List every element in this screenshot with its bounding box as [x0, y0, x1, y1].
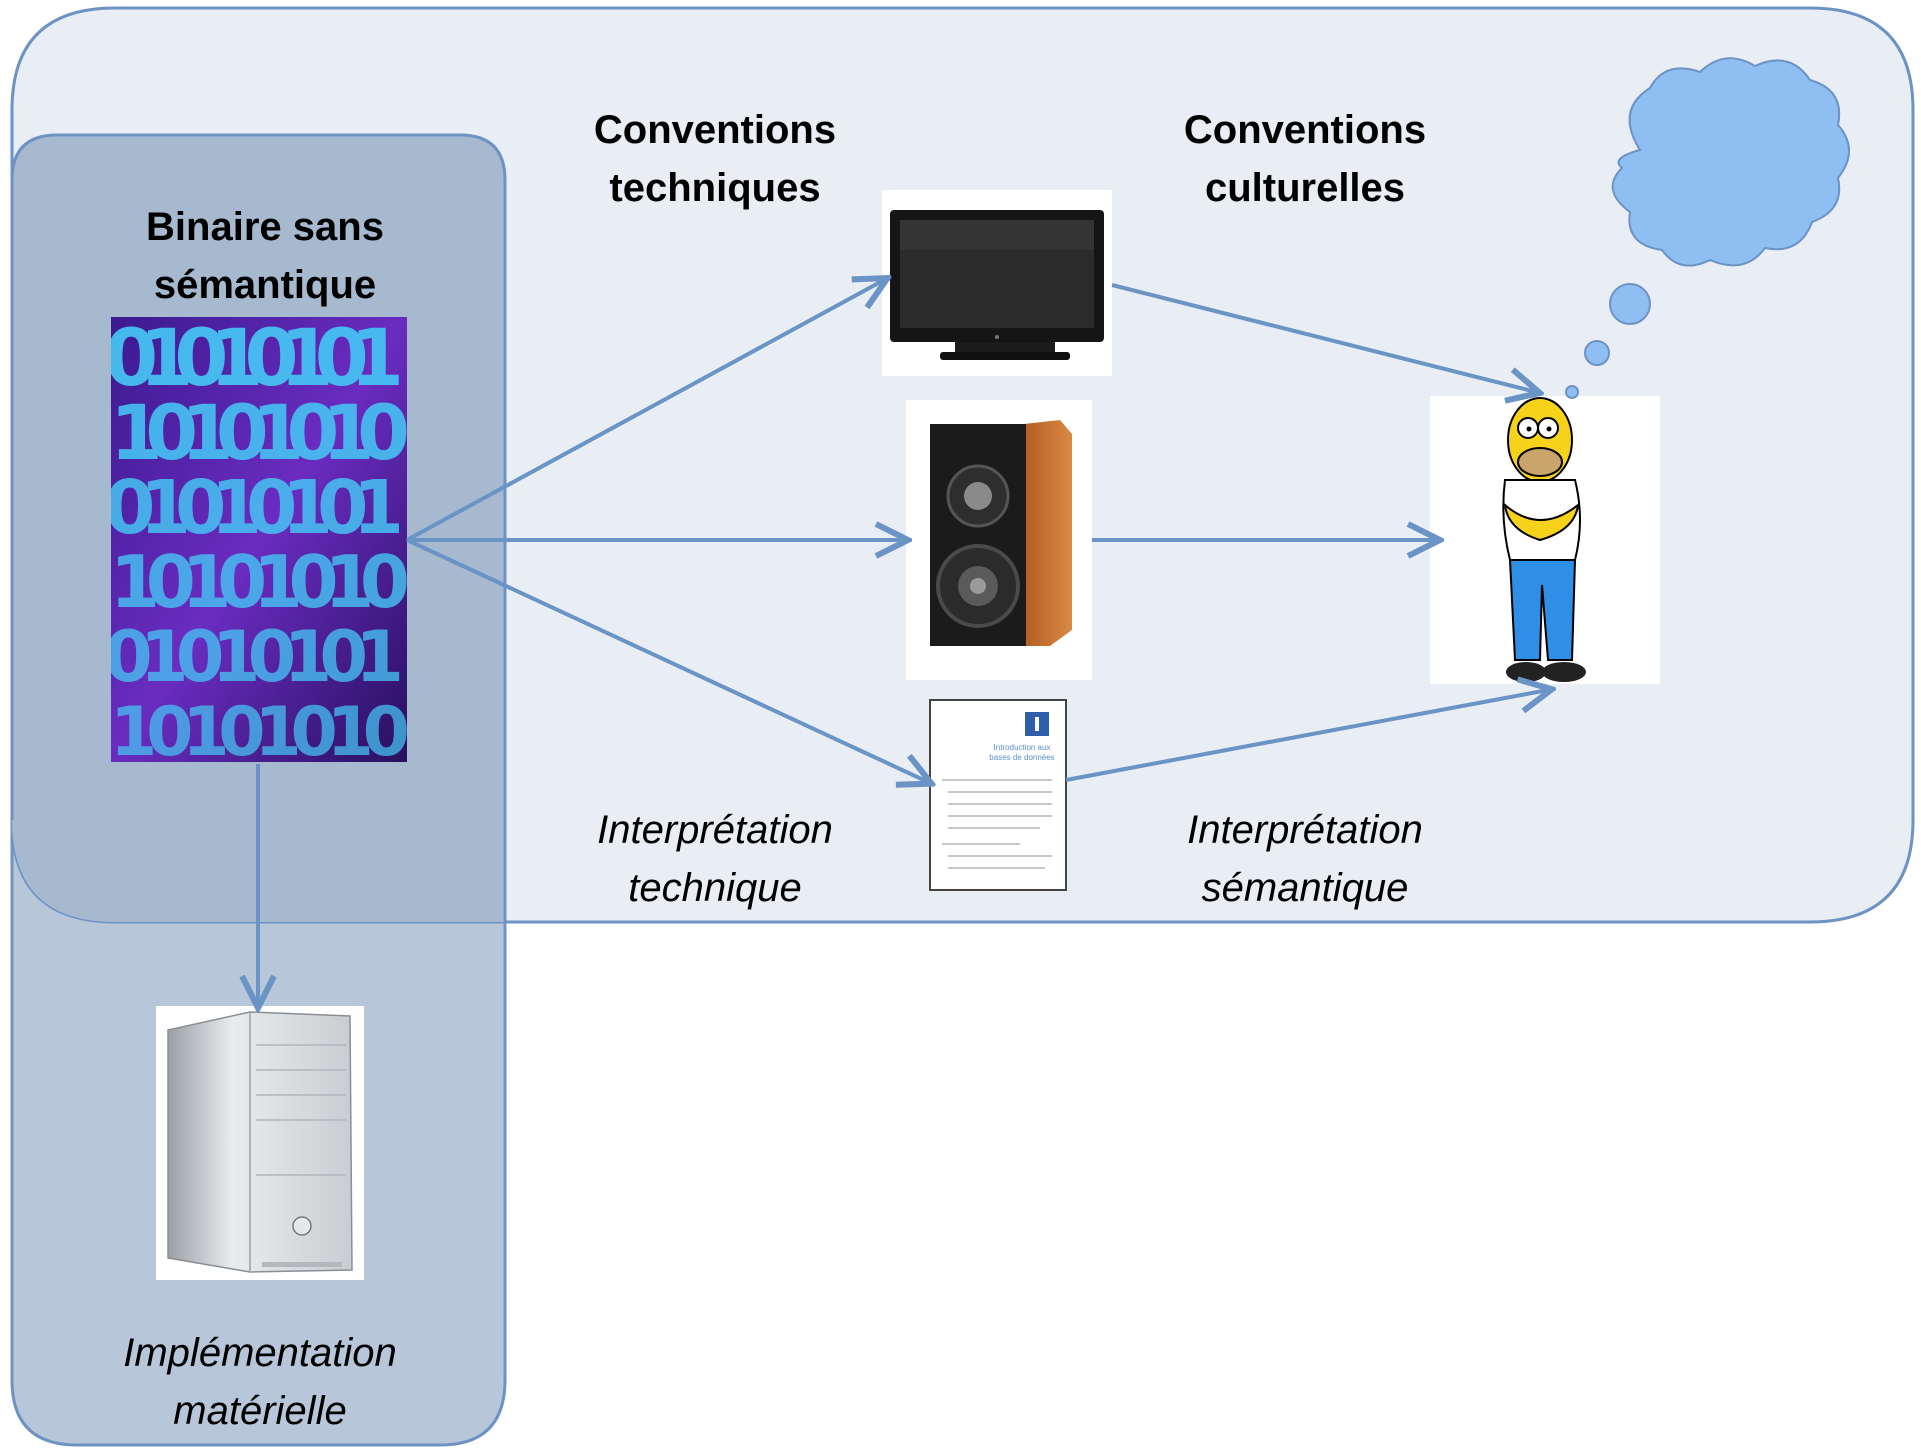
caption-technical-line2: technique	[628, 866, 802, 910]
heading-technical-line1: Conventions	[593, 108, 837, 152]
heading-cultural-line2: culturelles	[1204, 166, 1406, 210]
thought-cloud	[1565, 57, 1850, 399]
caption-semantic-line2: sémantique	[1201, 866, 1409, 910]
heading-cultural-conventions: Conventions culturelles	[1150, 101, 1460, 217]
arrows	[258, 280, 1548, 1004]
binary-digits-row: 10101010	[110, 388, 410, 477]
heading-technical-line2: techniques	[609, 166, 821, 210]
arrow-binary-to-tv	[406, 280, 884, 542]
heading-technical-conventions: Conventions techniques	[560, 101, 870, 217]
speaker-image	[906, 400, 1092, 680]
binary-code-image: 0101010110101010010101011010101001010101…	[104, 314, 410, 772]
person-image	[1430, 396, 1660, 684]
binary-digits-row: 01010101	[104, 314, 404, 404]
caption-technical-interpretation: Interprétation technique	[540, 801, 890, 917]
binary-digits-row: 01010101	[104, 616, 404, 698]
caption-technical-line1: Interprétation	[597, 808, 833, 852]
caption-semantic-interpretation: Interprétation sémantique	[1130, 801, 1480, 917]
caption-hardware-line1: Implémentation	[123, 1331, 397, 1375]
caption-hardware-implementation: Implémentation matérielle	[60, 1324, 460, 1440]
heading-binary-line2: sémantique	[153, 263, 377, 307]
heading-binary: Binaire sans sémantique	[60, 198, 470, 314]
document-image: Introduction aux bases de données	[929, 699, 1067, 891]
binary-digits-row: 10101010	[110, 540, 410, 624]
heading-binary-line1: Binaire sans	[146, 205, 384, 249]
television-image	[882, 190, 1112, 376]
inner-region-border	[10, 133, 507, 922]
arrow-document-to-person	[1065, 690, 1548, 782]
heading-cultural-line1: Conventions	[1183, 108, 1427, 152]
caption-semantic-line1: Interprétation	[1187, 808, 1423, 852]
caption-hardware-line2: matérielle	[173, 1389, 347, 1433]
binary-digits-row: 01010101	[104, 465, 404, 551]
arrow-binary-to-document	[406, 538, 928, 782]
computer-tower-image	[156, 1006, 364, 1280]
document-title-line2: bases de données	[989, 753, 1054, 762]
binary-digits-row: 10101010	[110, 693, 410, 772]
document-title-line1: Introduction aux	[994, 743, 1051, 752]
arrow-tv-to-person	[1111, 283, 1536, 392]
